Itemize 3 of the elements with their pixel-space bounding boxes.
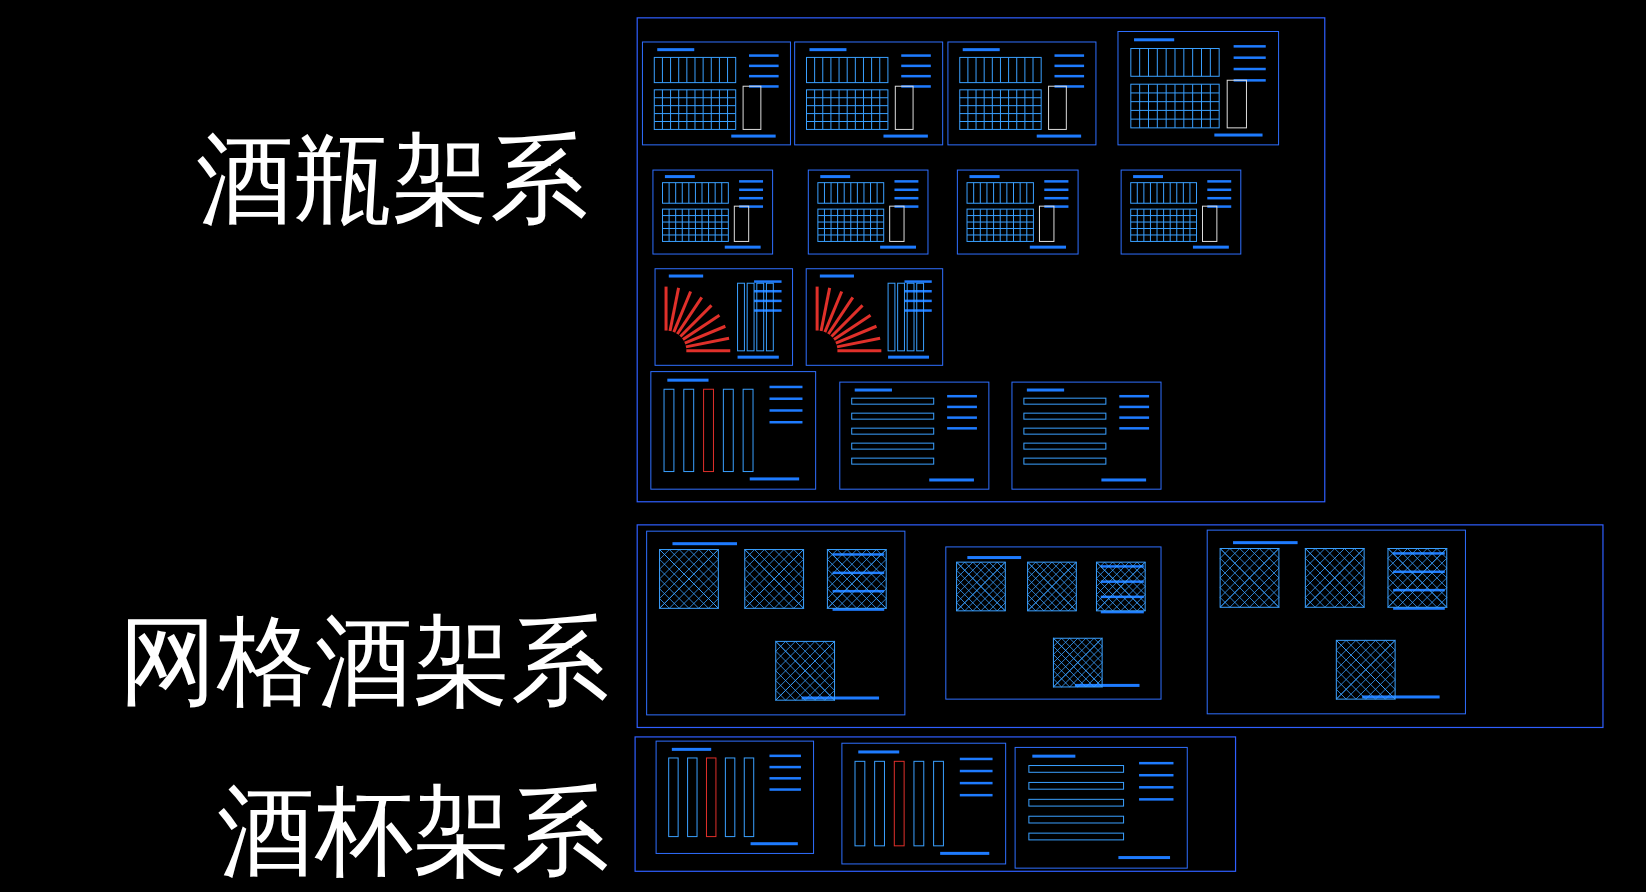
section-title: 酒瓶架系 <box>196 130 588 228</box>
section-title: 网格酒架系 <box>119 612 609 710</box>
section-title: 酒杯架系 <box>217 782 609 880</box>
